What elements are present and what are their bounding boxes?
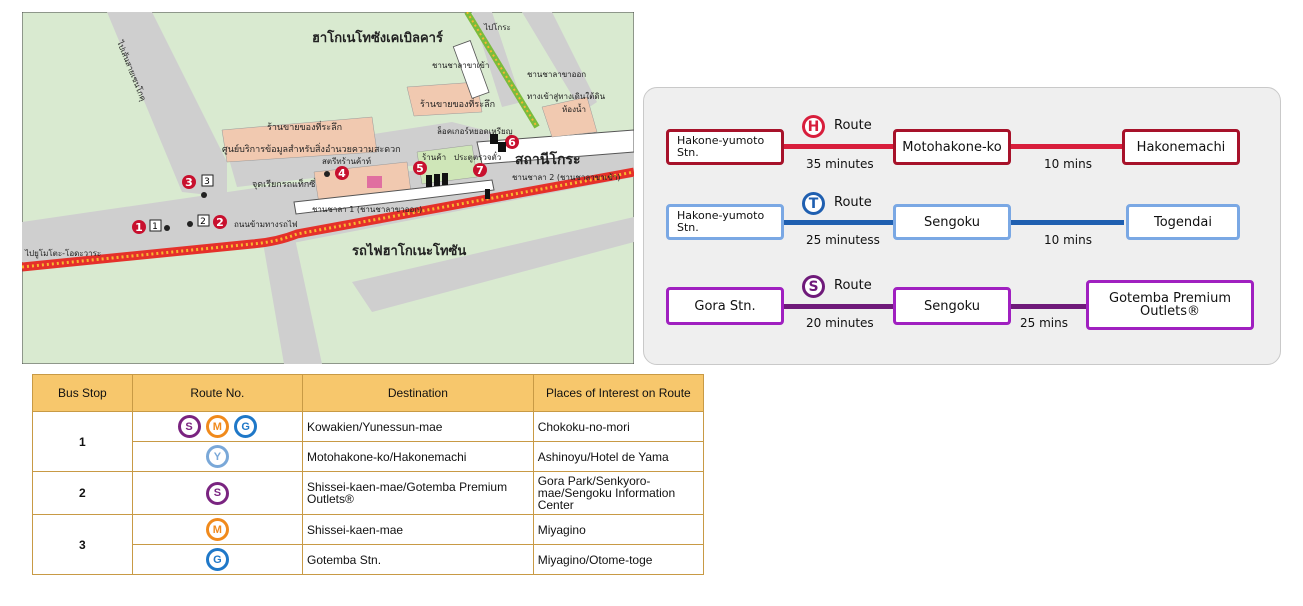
route-t-duration-2: 10 mins: [1044, 233, 1092, 247]
marker-4: 4: [338, 167, 346, 180]
stop-sengoku-t: Sengoku: [893, 204, 1011, 240]
table-row: 2 S Shissei-kaen-mae/Gotemba Premium Out…: [32, 471, 705, 515]
route-t-label: Route: [834, 195, 872, 210]
destination-cell: Motohakone-ko/Hakonemachi: [302, 441, 534, 472]
route-icons: Y: [131, 441, 304, 472]
bus-sign-3: 3: [204, 177, 210, 187]
bus-stop-number: 2: [32, 471, 133, 515]
route-row-h: Hakone-yumoto Stn. H Route 35 minutes Mo…: [644, 113, 1280, 183]
label-shop-food: ร้านค้า: [422, 153, 446, 162]
label-platform-out: ชานชาลาขาออก: [527, 70, 586, 79]
bus-stop-table: Bus Stop Route No. Destination Places of…: [32, 374, 705, 575]
label-platform-1: ชานชาลา 1 (ชานชาลาขาออก): [312, 205, 422, 214]
places-cell: Chokoku-no-mori: [532, 411, 705, 442]
destination-cell: Shissei-kaen-mae: [302, 514, 534, 545]
table-row: G Gotemba Stn. Miyagino/Otome-toge: [33, 544, 705, 575]
map-markers: 1 2 3 4 5 6 7: [132, 135, 519, 234]
destination-cell: Kowakien/Yunessun-mae: [302, 411, 534, 442]
label-cable-car: ฮาโกเนโทซังเคเบิลคาร์: [312, 29, 443, 46]
route-m-icon: M: [205, 415, 229, 438]
route-g-icon: G: [234, 415, 258, 438]
route-s-icon: S: [802, 275, 825, 298]
label-locker: ล็อคเกอร์หยอดเหรียญ: [437, 126, 513, 136]
table-row: 1 S M G Kowakien/Yunessun-mae Chokoku-no…: [32, 411, 705, 472]
label-convenience: สตรีทร้านค้าท์: [322, 156, 371, 166]
places-cell: Gora Park/Senkyoro-mae/Sengoku Informati…: [532, 471, 705, 515]
stop-hakonemachi: Hakonemachi: [1122, 129, 1240, 165]
route-h-duration-2: 10 mins: [1044, 157, 1092, 171]
bus-sign-2: 2: [200, 217, 206, 227]
places-cell: Ashinoyu/Hotel de Yama: [532, 441, 705, 472]
places-cell: Miyagino: [532, 514, 705, 545]
header-bus-stop: Bus Stop: [32, 374, 133, 412]
label-to-gora: ไปโกระ: [483, 22, 511, 32]
destination-cell: Gotemba Stn.: [302, 544, 534, 575]
route-icons: G: [131, 544, 304, 575]
route-t-duration-1: 25 minutess: [806, 233, 880, 247]
route-s-duration-1: 20 minutes: [806, 316, 874, 330]
label-toilet: ห้องน้ำ: [562, 103, 586, 114]
table-header-row: Bus Stop Route No. Destination Places of…: [32, 374, 705, 412]
route-row-s: Gora Stn. S Route 20 minutes Sengoku 25 …: [644, 266, 1280, 336]
header-route-no: Route No.: [131, 374, 304, 412]
route-icons: S: [131, 471, 304, 515]
destination-cell: Shissei-kaen-mae/Gotemba Premium Outlets…: [302, 471, 534, 515]
route-t-icon: T: [802, 192, 825, 215]
station-area-map: ฮาโกเนโทซังเคเบิลคาร์ ไปโกระ ไปเส้นสายเซ…: [21, 10, 635, 365]
route-m-icon: M: [205, 518, 229, 541]
route-y-icon: Y: [205, 445, 229, 468]
marker-2: 2: [216, 216, 224, 229]
bus-sign-1: 1: [152, 222, 158, 232]
route-row-t: Hakone-yumoto Stn. T Route 25 minutess S…: [644, 188, 1280, 258]
stop-sengoku-s: Sengoku: [893, 287, 1011, 325]
label-shop-1: ร้านขายของที่ระลึก: [267, 120, 342, 133]
route-icons: M: [131, 514, 304, 545]
label-shop-2: ร้านขายของที่ระลึก: [420, 97, 495, 110]
route-s-duration-2: 25 mins: [1020, 316, 1068, 330]
header-places: Places of Interest on Route: [532, 374, 705, 412]
places-cell: Miyagino/Otome-toge: [532, 544, 705, 575]
route-s-icon: S: [177, 415, 201, 438]
table-row: 3 M Shissei-kaen-mae Miyagino: [32, 514, 705, 575]
label-station-name: สถานีโกระ: [515, 150, 581, 168]
marker-7: 7: [476, 164, 484, 177]
route-h-duration-1: 35 minutes: [806, 157, 874, 171]
label-ticket-gate: ประตูตรวจตั๋ว: [454, 151, 501, 163]
route-s-label: Route: [834, 278, 872, 293]
marker-6: 6: [508, 136, 516, 149]
label-underground-exit: ทางเข้าสู่ทางเดินใต้ดิน: [527, 92, 606, 102]
marker-1: 1: [135, 221, 143, 234]
cable-car-line: [464, 10, 540, 129]
route-h-label: Route: [834, 118, 872, 133]
label-platform-2: ชานชาลา 2 (ชานชาลาขาเข้า): [512, 173, 621, 182]
bus-stop-number: 3: [32, 514, 133, 575]
stop-hakone-yumoto-t: Hakone-yumoto Stn.: [666, 204, 784, 240]
buildings: [221, 40, 635, 215]
label-crossing: ถนนข้ามทางรถไฟ: [234, 220, 298, 229]
table-row: Y Motohakone-ko/Hakonemachi Ashinoyu/Hot…: [33, 441, 705, 472]
stop-hakone-yumoto: Hakone-yumoto Stn.: [666, 129, 784, 165]
route-s-icon: S: [205, 481, 229, 505]
bus-stop-signs: 1 2 3: [149, 171, 330, 232]
route-h-icon: H: [802, 115, 825, 138]
label-to-miyanoshita: ไปยูโมโตะ-โอดะวาระ: [24, 248, 101, 259]
label-platform-in: ชานชาลาขาเข้า: [432, 61, 489, 70]
label-taxi: จุดเรียกรถแท็กซี่: [252, 177, 315, 190]
map-canvas: ฮาโกเนโทซังเคเบิลคาร์ ไปโกระ ไปเส้นสายเซ…: [21, 10, 635, 365]
stop-gotemba-outlets: Gotemba Premium Outlets®: [1086, 280, 1254, 330]
marker-3: 3: [185, 176, 193, 189]
route-icons: S M G: [131, 411, 304, 442]
marker-5: 5: [416, 162, 424, 175]
header-destination: Destination: [302, 374, 534, 412]
route-panel: Hakone-yumoto Stn. H Route 35 minutes Mo…: [643, 87, 1281, 365]
route-g-icon: G: [205, 548, 229, 571]
bus-stop-number: 1: [32, 411, 133, 472]
stop-motohakone-ko: Motohakone-ko: [893, 129, 1011, 165]
label-railway: รถไฟฮาโกเนะโทซัน: [352, 242, 466, 259]
label-info-center: ศูนย์บริการข้อมูลสำหรับสิ่งอำนวยความสะดว…: [222, 142, 401, 155]
stop-gora: Gora Stn.: [666, 287, 784, 325]
stop-togendai: Togendai: [1126, 204, 1240, 240]
